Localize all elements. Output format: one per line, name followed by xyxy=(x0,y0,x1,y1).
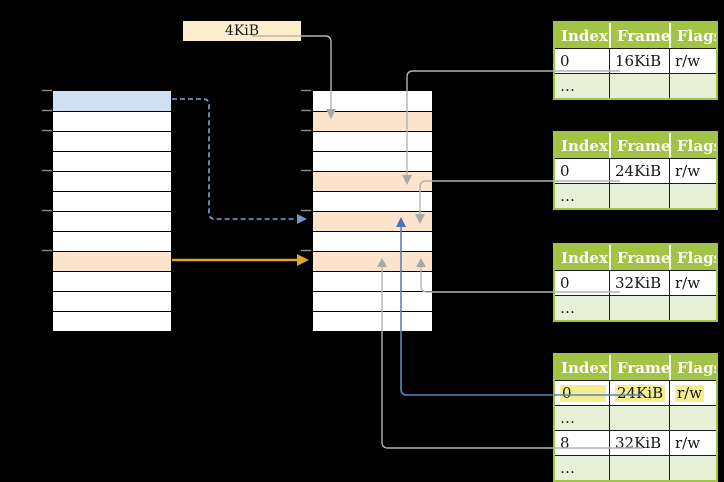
page-table-2: Index Frame Flags 0 24KiB r/w … xyxy=(553,131,718,210)
table-cell xyxy=(609,73,669,98)
virtual-page-orange-arrow xyxy=(172,254,309,266)
table-cell xyxy=(669,455,716,480)
physical-memory-column xyxy=(312,90,433,332)
table-cell: 24KiB xyxy=(609,380,669,405)
memory-row xyxy=(313,111,432,131)
table-cell: 24KiB xyxy=(609,158,669,183)
virtual-memory-column xyxy=(52,90,172,332)
memory-row xyxy=(53,231,171,251)
table-header-cell: Flags xyxy=(669,133,716,158)
table-header-cell: Frame xyxy=(609,355,669,380)
memory-row xyxy=(313,151,432,171)
table-cell: r/w xyxy=(669,380,716,405)
table-cell: 32KiB xyxy=(609,430,669,455)
memory-row xyxy=(53,131,171,151)
table-header-cell: Flags xyxy=(669,245,716,270)
table-header-cell: Flags xyxy=(669,355,716,380)
page-table-4: Index Frame Flags 0 24KiB r/w … 8 32KiB … xyxy=(553,353,718,482)
table-cell: r/w xyxy=(669,270,716,295)
table-header-cell: Flags xyxy=(669,23,716,48)
memory-row xyxy=(53,151,171,171)
memory-row xyxy=(53,91,171,111)
memory-row xyxy=(53,251,171,271)
memory-row xyxy=(53,171,171,191)
table-cell xyxy=(609,405,669,430)
table-header-cell: Index xyxy=(555,355,609,380)
page-size-label-box: 4KiB xyxy=(183,21,301,41)
table-header-cell: Frame xyxy=(609,133,669,158)
table-cell: 0 xyxy=(555,48,609,73)
table-cell xyxy=(669,405,716,430)
table-cell: 0 xyxy=(555,270,609,295)
memory-row xyxy=(53,291,171,311)
table-cell xyxy=(609,295,669,320)
table-cell xyxy=(669,183,716,208)
page-size-label: 4KiB xyxy=(224,23,260,39)
table-cell: … xyxy=(555,405,609,430)
table-cell: 0 xyxy=(555,380,609,405)
memory-row xyxy=(53,211,171,231)
memory-row xyxy=(313,171,432,191)
table-cell: … xyxy=(555,455,609,480)
table-cell: 8 xyxy=(555,430,609,455)
table-header-cell: Frame xyxy=(609,23,669,48)
table-cell xyxy=(609,455,669,480)
memory-row xyxy=(53,111,171,131)
page-table-1: Index Frame Flags 0 16KiB r/w … xyxy=(553,21,718,100)
memory-row xyxy=(313,131,432,151)
memory-row xyxy=(313,311,432,331)
memory-row xyxy=(313,191,432,211)
highlighted-value: 24KiB xyxy=(615,383,666,402)
memory-row xyxy=(53,311,171,331)
table-header-cell: Frame xyxy=(609,245,669,270)
memory-row xyxy=(313,231,432,251)
table-cell: … xyxy=(555,183,609,208)
table-header-cell: Index xyxy=(555,133,609,158)
highlighted-value: r/w xyxy=(675,383,705,402)
memory-row xyxy=(313,251,432,271)
highlighted-value: 0 xyxy=(560,384,606,402)
memory-row xyxy=(313,291,432,311)
memory-row xyxy=(53,271,171,291)
table-cell: 32KiB xyxy=(609,270,669,295)
table-cell: … xyxy=(555,73,609,98)
table-cell: r/w xyxy=(669,48,716,73)
memory-row xyxy=(313,91,432,111)
virtual-page-dashed-arrow xyxy=(172,98,307,224)
table-cell xyxy=(609,183,669,208)
table-cell: r/w xyxy=(669,158,716,183)
memory-row xyxy=(313,271,432,291)
memory-row xyxy=(313,211,432,231)
page-table-3: Index Frame Flags 0 32KiB r/w … xyxy=(553,243,718,322)
table-cell: r/w xyxy=(669,430,716,455)
table-cell: 0 xyxy=(555,158,609,183)
table-cell xyxy=(669,73,716,98)
memory-row xyxy=(53,191,171,211)
table-header-cell: Index xyxy=(555,23,609,48)
table-cell: 16KiB xyxy=(609,48,669,73)
table-cell: … xyxy=(555,295,609,320)
table-cell xyxy=(669,295,716,320)
table-header-cell: Index xyxy=(555,245,609,270)
